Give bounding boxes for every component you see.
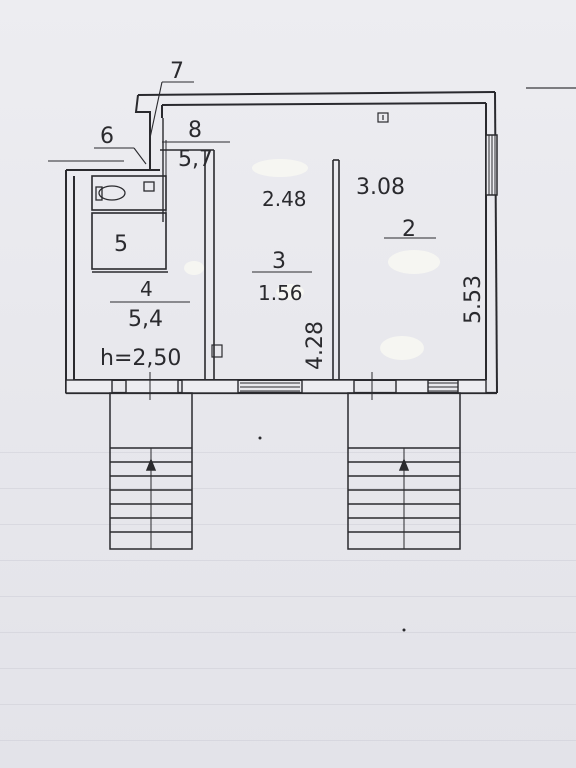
- sink-icon: [143, 181, 155, 192]
- label-room-four-number: 4: [140, 277, 153, 301]
- paper-stains: [184, 159, 440, 360]
- dimension-top-middle: 2.48: [262, 187, 307, 211]
- label-seven: 7: [170, 59, 184, 84]
- label-room-two-number: 2: [402, 217, 416, 242]
- interior-partitions: [91, 118, 340, 380]
- bottom-wall-window-glazing: [149, 372, 458, 400]
- toilet-icon: [95, 185, 126, 201]
- dimension-top-right: 3.08: [356, 175, 405, 200]
- dimension-partition-height: 4.28: [303, 321, 328, 370]
- dimension-right-side: 5.53: [461, 275, 486, 324]
- ink-dot: [258, 436, 262, 440]
- label-room-five-number: 5: [114, 232, 128, 257]
- ink-dot: [402, 628, 406, 632]
- bottom-wall-openings: [65, 379, 487, 394]
- stairs-icon: [109, 392, 461, 550]
- label-room-eight-number: 8: [188, 118, 202, 143]
- leader-lines: [48, 81, 436, 303]
- socket-icon: [211, 112, 389, 358]
- label-room-eight-area: 5,7: [178, 147, 213, 172]
- label-room-three-area: 1.56: [258, 281, 303, 305]
- label-room-three-number: 3: [272, 249, 286, 274]
- label-six: 6: [100, 124, 114, 149]
- ceiling-height-label: h=2,50: [100, 346, 181, 371]
- label-room-four-area: 5,4: [128, 307, 163, 332]
- right-window: [485, 134, 498, 196]
